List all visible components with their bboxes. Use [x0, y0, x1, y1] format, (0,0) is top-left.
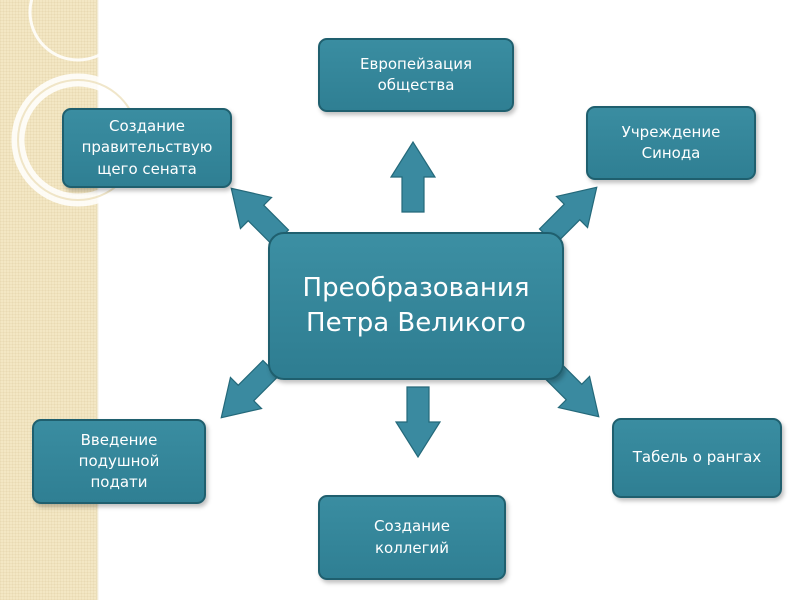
node-europeanization-label: Европейзация общества	[360, 54, 472, 94]
node-europeanization: Европейзация общества	[318, 38, 514, 112]
node-synod-label: Учреждение Синода	[621, 122, 721, 162]
node-senate: Создание правительствую щего сената	[62, 108, 232, 188]
node-poll-tax-label: Введение подушной подати	[78, 430, 160, 492]
node-synod: Учреждение Синода	[586, 106, 756, 180]
node-colleges: Создание коллегий	[318, 495, 506, 580]
node-table-of-ranks-label: Табель о рангах	[632, 448, 762, 467]
node-colleges-label: Создание коллегий	[374, 517, 450, 557]
arrow-up	[390, 141, 436, 213]
node-table-of-ranks: Табель о рангах	[612, 418, 782, 498]
arrow-down	[395, 386, 441, 458]
node-poll-tax: Введение подушной подати	[32, 419, 206, 504]
central-topic-box: Преобразования Петра Великого	[268, 232, 564, 380]
central-topic-label: Преобразования Петра Великого	[302, 272, 530, 338]
node-senate-label: Создание правительствую щего сената	[81, 117, 213, 178]
deco-circle-1	[28, 0, 128, 62]
sidebar-edge	[96, 0, 99, 600]
sidebar-background	[0, 0, 96, 600]
